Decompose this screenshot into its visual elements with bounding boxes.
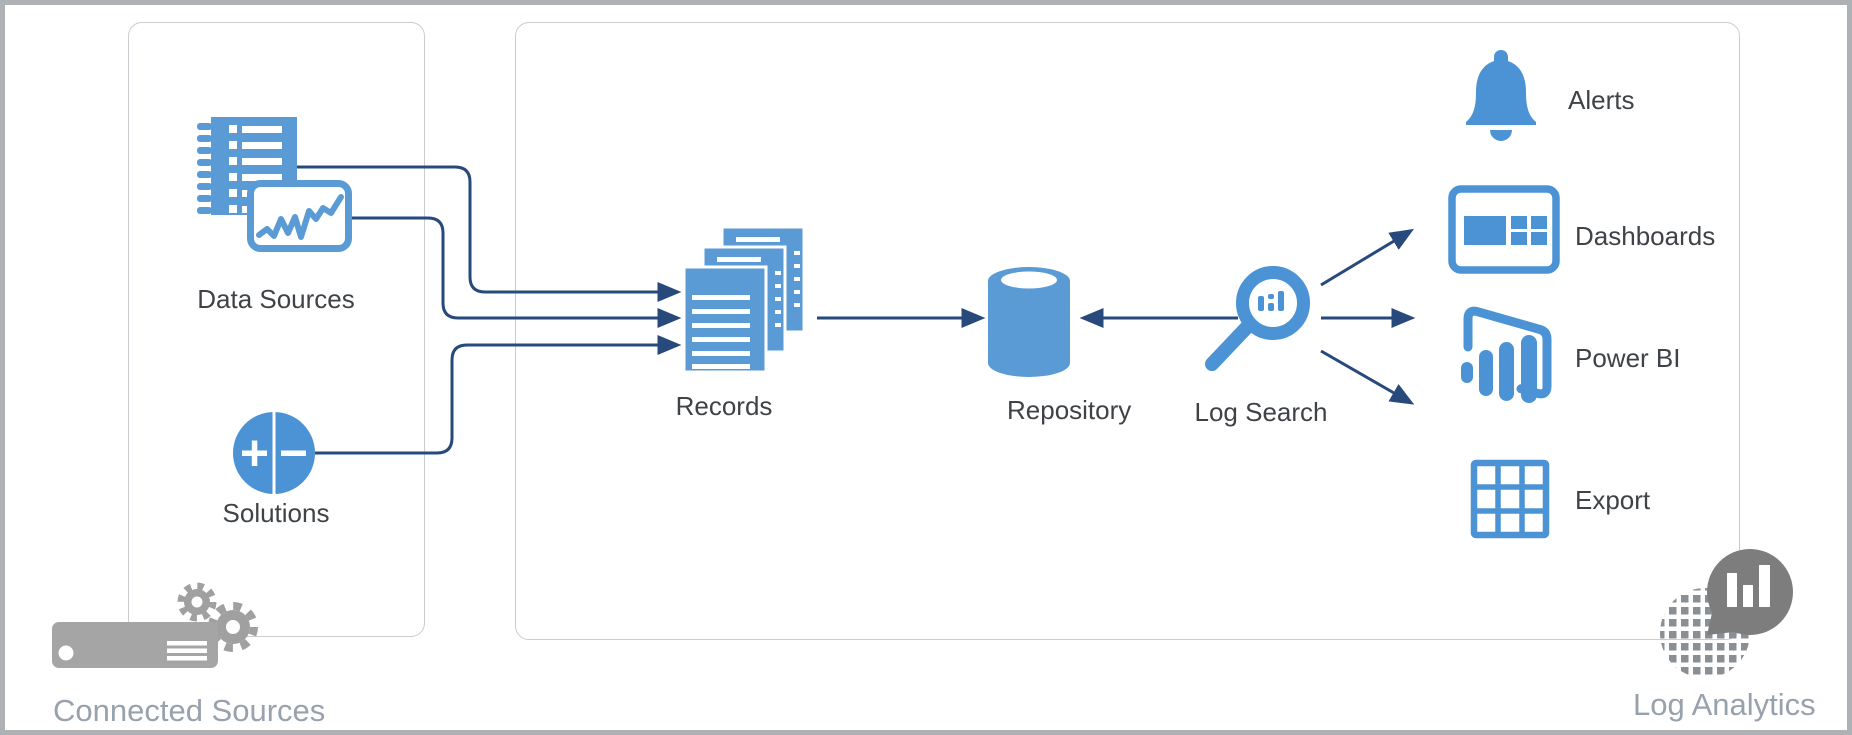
dashboards-icon bbox=[1448, 185, 1560, 274]
solutions-icon bbox=[233, 411, 315, 495]
connected-sources-caption: Connected Sources bbox=[53, 693, 326, 728]
log-analytics-caption: Log Analytics bbox=[1633, 687, 1816, 722]
flow-solutions-to-records bbox=[315, 335, 682, 455]
minus-icon bbox=[281, 450, 306, 456]
flow-logsearch-to-export bbox=[1320, 349, 1415, 405]
server-icon bbox=[52, 622, 218, 668]
data-sources-icon bbox=[197, 117, 352, 252]
export-table-icon bbox=[1470, 459, 1550, 539]
power-bi-icon bbox=[1461, 306, 1552, 403]
records-label: Records bbox=[675, 391, 773, 421]
chart-window-icon bbox=[247, 180, 352, 252]
flow-datasources-to-records bbox=[297, 165, 682, 302]
repository-database-icon bbox=[988, 267, 1070, 377]
chat-bubble-chart bbox=[1707, 549, 1793, 635]
gear-icon bbox=[208, 602, 258, 652]
data-sources-label: Data Sources bbox=[197, 284, 355, 314]
log-search-label: Log Search bbox=[1194, 397, 1328, 427]
log-search-magnifier-icon bbox=[1205, 266, 1310, 371]
server-gears-icon bbox=[52, 582, 258, 668]
dashboards-label: Dashboards bbox=[1575, 221, 1716, 251]
records-icon bbox=[682, 225, 806, 374]
flow-chart-to-records bbox=[352, 216, 682, 328]
alerts-bell-icon bbox=[1466, 50, 1536, 141]
repository-label: Repository bbox=[1007, 395, 1132, 425]
flow-logsearch-to-dashboards bbox=[1320, 228, 1415, 287]
log-analytics-logo-icon bbox=[1660, 549, 1793, 678]
alerts-label: Alerts bbox=[1568, 85, 1635, 115]
gear-icon bbox=[177, 582, 217, 622]
connector-layer bbox=[297, 165, 1416, 455]
power-bi-label: Power BI bbox=[1575, 343, 1681, 373]
export-label: Export bbox=[1575, 485, 1651, 515]
solutions-label: Solutions bbox=[222, 498, 330, 528]
